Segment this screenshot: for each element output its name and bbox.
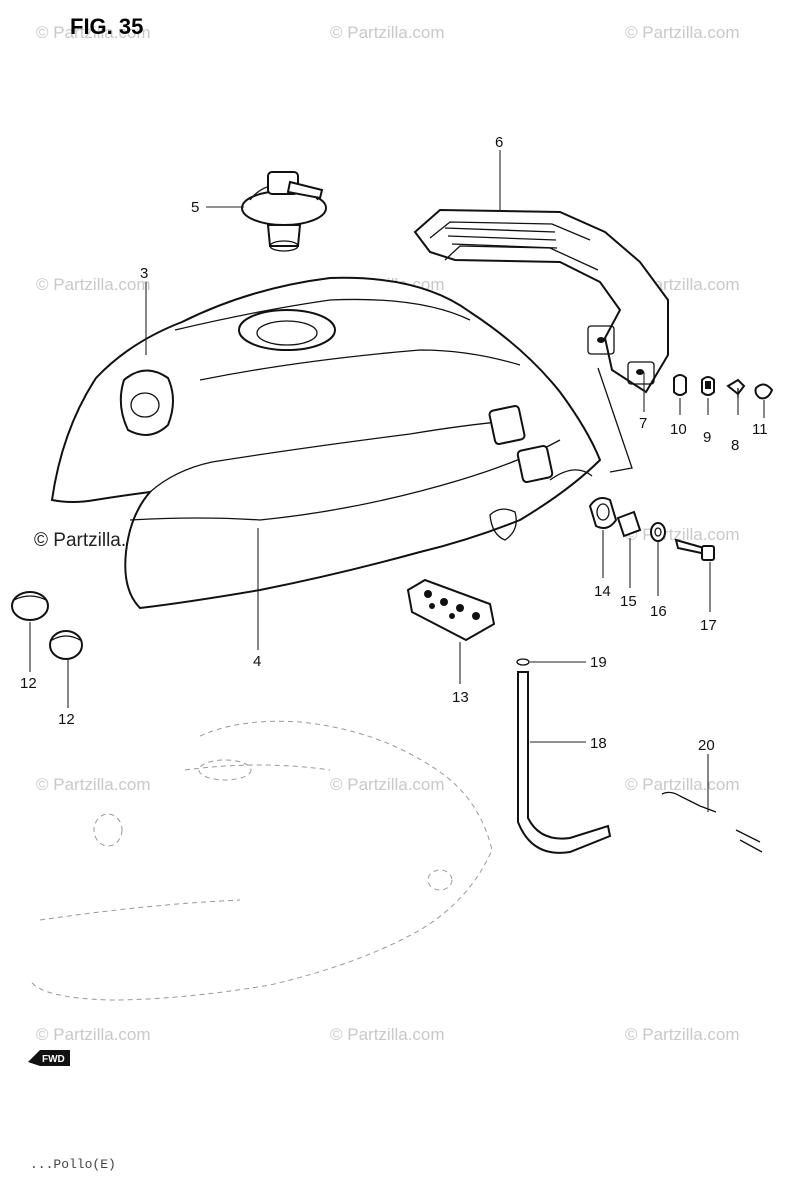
callout-8: 8 [731,437,739,454]
callout-18: 18 [590,735,607,752]
callout-labels: 5 3 4 6 7 10 9 8 11 14 15 16 17 13 19 18… [20,134,768,754]
fuel-tank-part [50,276,602,610]
callout-16: 16 [650,603,667,620]
watermark: © Partzilla.com [36,1025,151,1044]
callout-17: 17 [700,617,717,634]
watermark: © Partzilla.com [36,275,151,294]
tank-cover-part [413,208,669,394]
hose-part [516,658,612,854]
alternate-tank-outline [29,720,493,1001]
callout-20: 20 [698,737,715,754]
figure-title: FIG. 35 [70,14,143,39]
callout-7: 7 [639,415,647,432]
callout-12: 12 [20,675,37,692]
watermark: © Partzilla.com [330,23,445,42]
callout-14: 14 [594,583,611,600]
cap-parts [11,591,83,660]
clip-part [661,791,763,853]
watermark: © Partzilla.com [625,1025,740,1044]
watermark: © Partzilla.com [330,1025,445,1044]
callout-10: 10 [670,421,687,438]
callout-12b: 12 [58,711,75,728]
forward-label: FWD [42,1054,65,1065]
watermark: © Partzilla.com [36,23,151,42]
callout-19: 19 [590,654,607,671]
callout-13: 13 [452,689,469,706]
watermark: © Partzilla.com [625,775,740,794]
watermark: © Partzilla.com [36,775,151,794]
leader-lines [29,150,765,812]
callout-5: 5 [191,199,199,216]
callout-15: 15 [620,593,637,610]
fastener-parts [673,374,774,400]
watermark: © Partzilla.com [330,775,445,794]
bracket-outline [597,367,633,473]
watermark: © Partzilla.com [625,23,740,42]
fuel-cap-part [241,171,327,252]
callout-4: 4 [253,653,261,670]
forward-arrow-badge: FWD [28,1050,70,1066]
footer-code: ...Pollo(E) [30,1157,116,1172]
cushion-part [406,578,496,642]
callout-6: 6 [495,134,503,151]
mount-parts [588,497,715,561]
callout-9: 9 [703,429,711,446]
callout-3: 3 [140,265,148,282]
callout-11: 11 [752,421,768,438]
